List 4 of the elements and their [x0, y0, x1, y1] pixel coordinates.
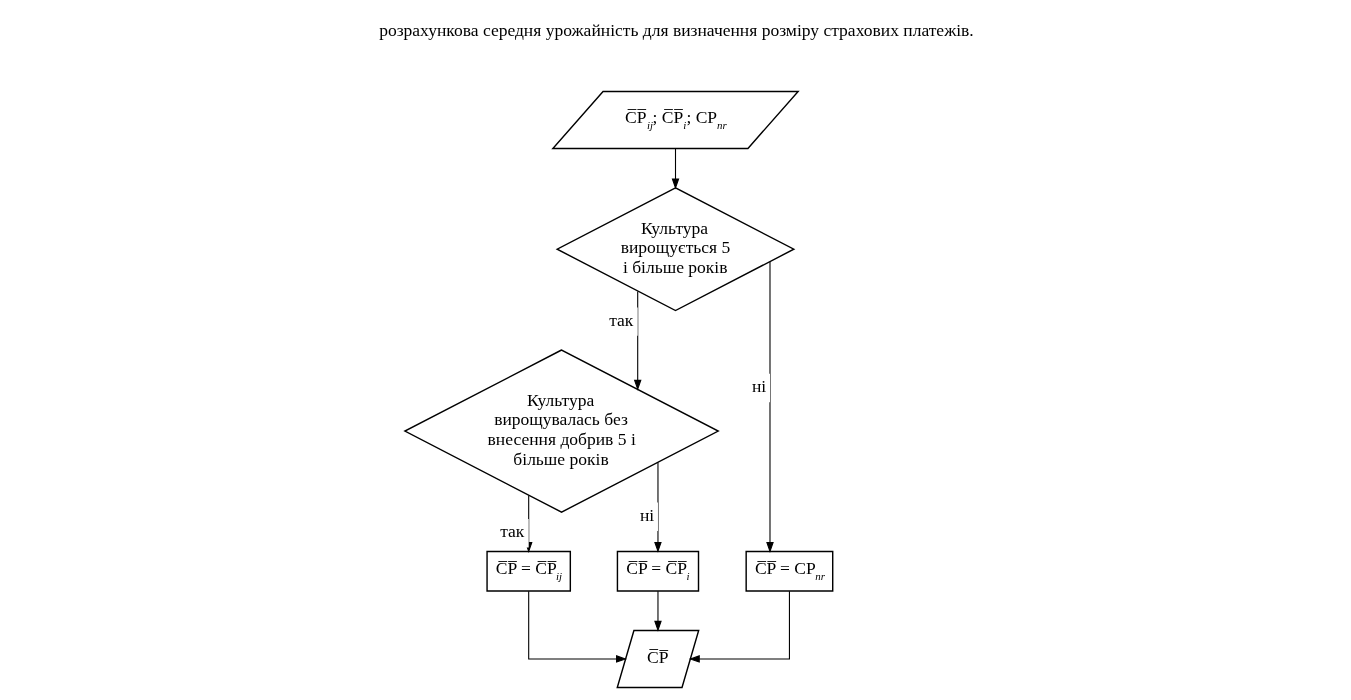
edge-label: ні [751, 376, 767, 397]
edge-label: так [500, 521, 525, 542]
label: розрахункова середня урожайність для визначення розміру страхових платежів. [379, 20, 974, 41]
edge-label: так [609, 309, 634, 330]
